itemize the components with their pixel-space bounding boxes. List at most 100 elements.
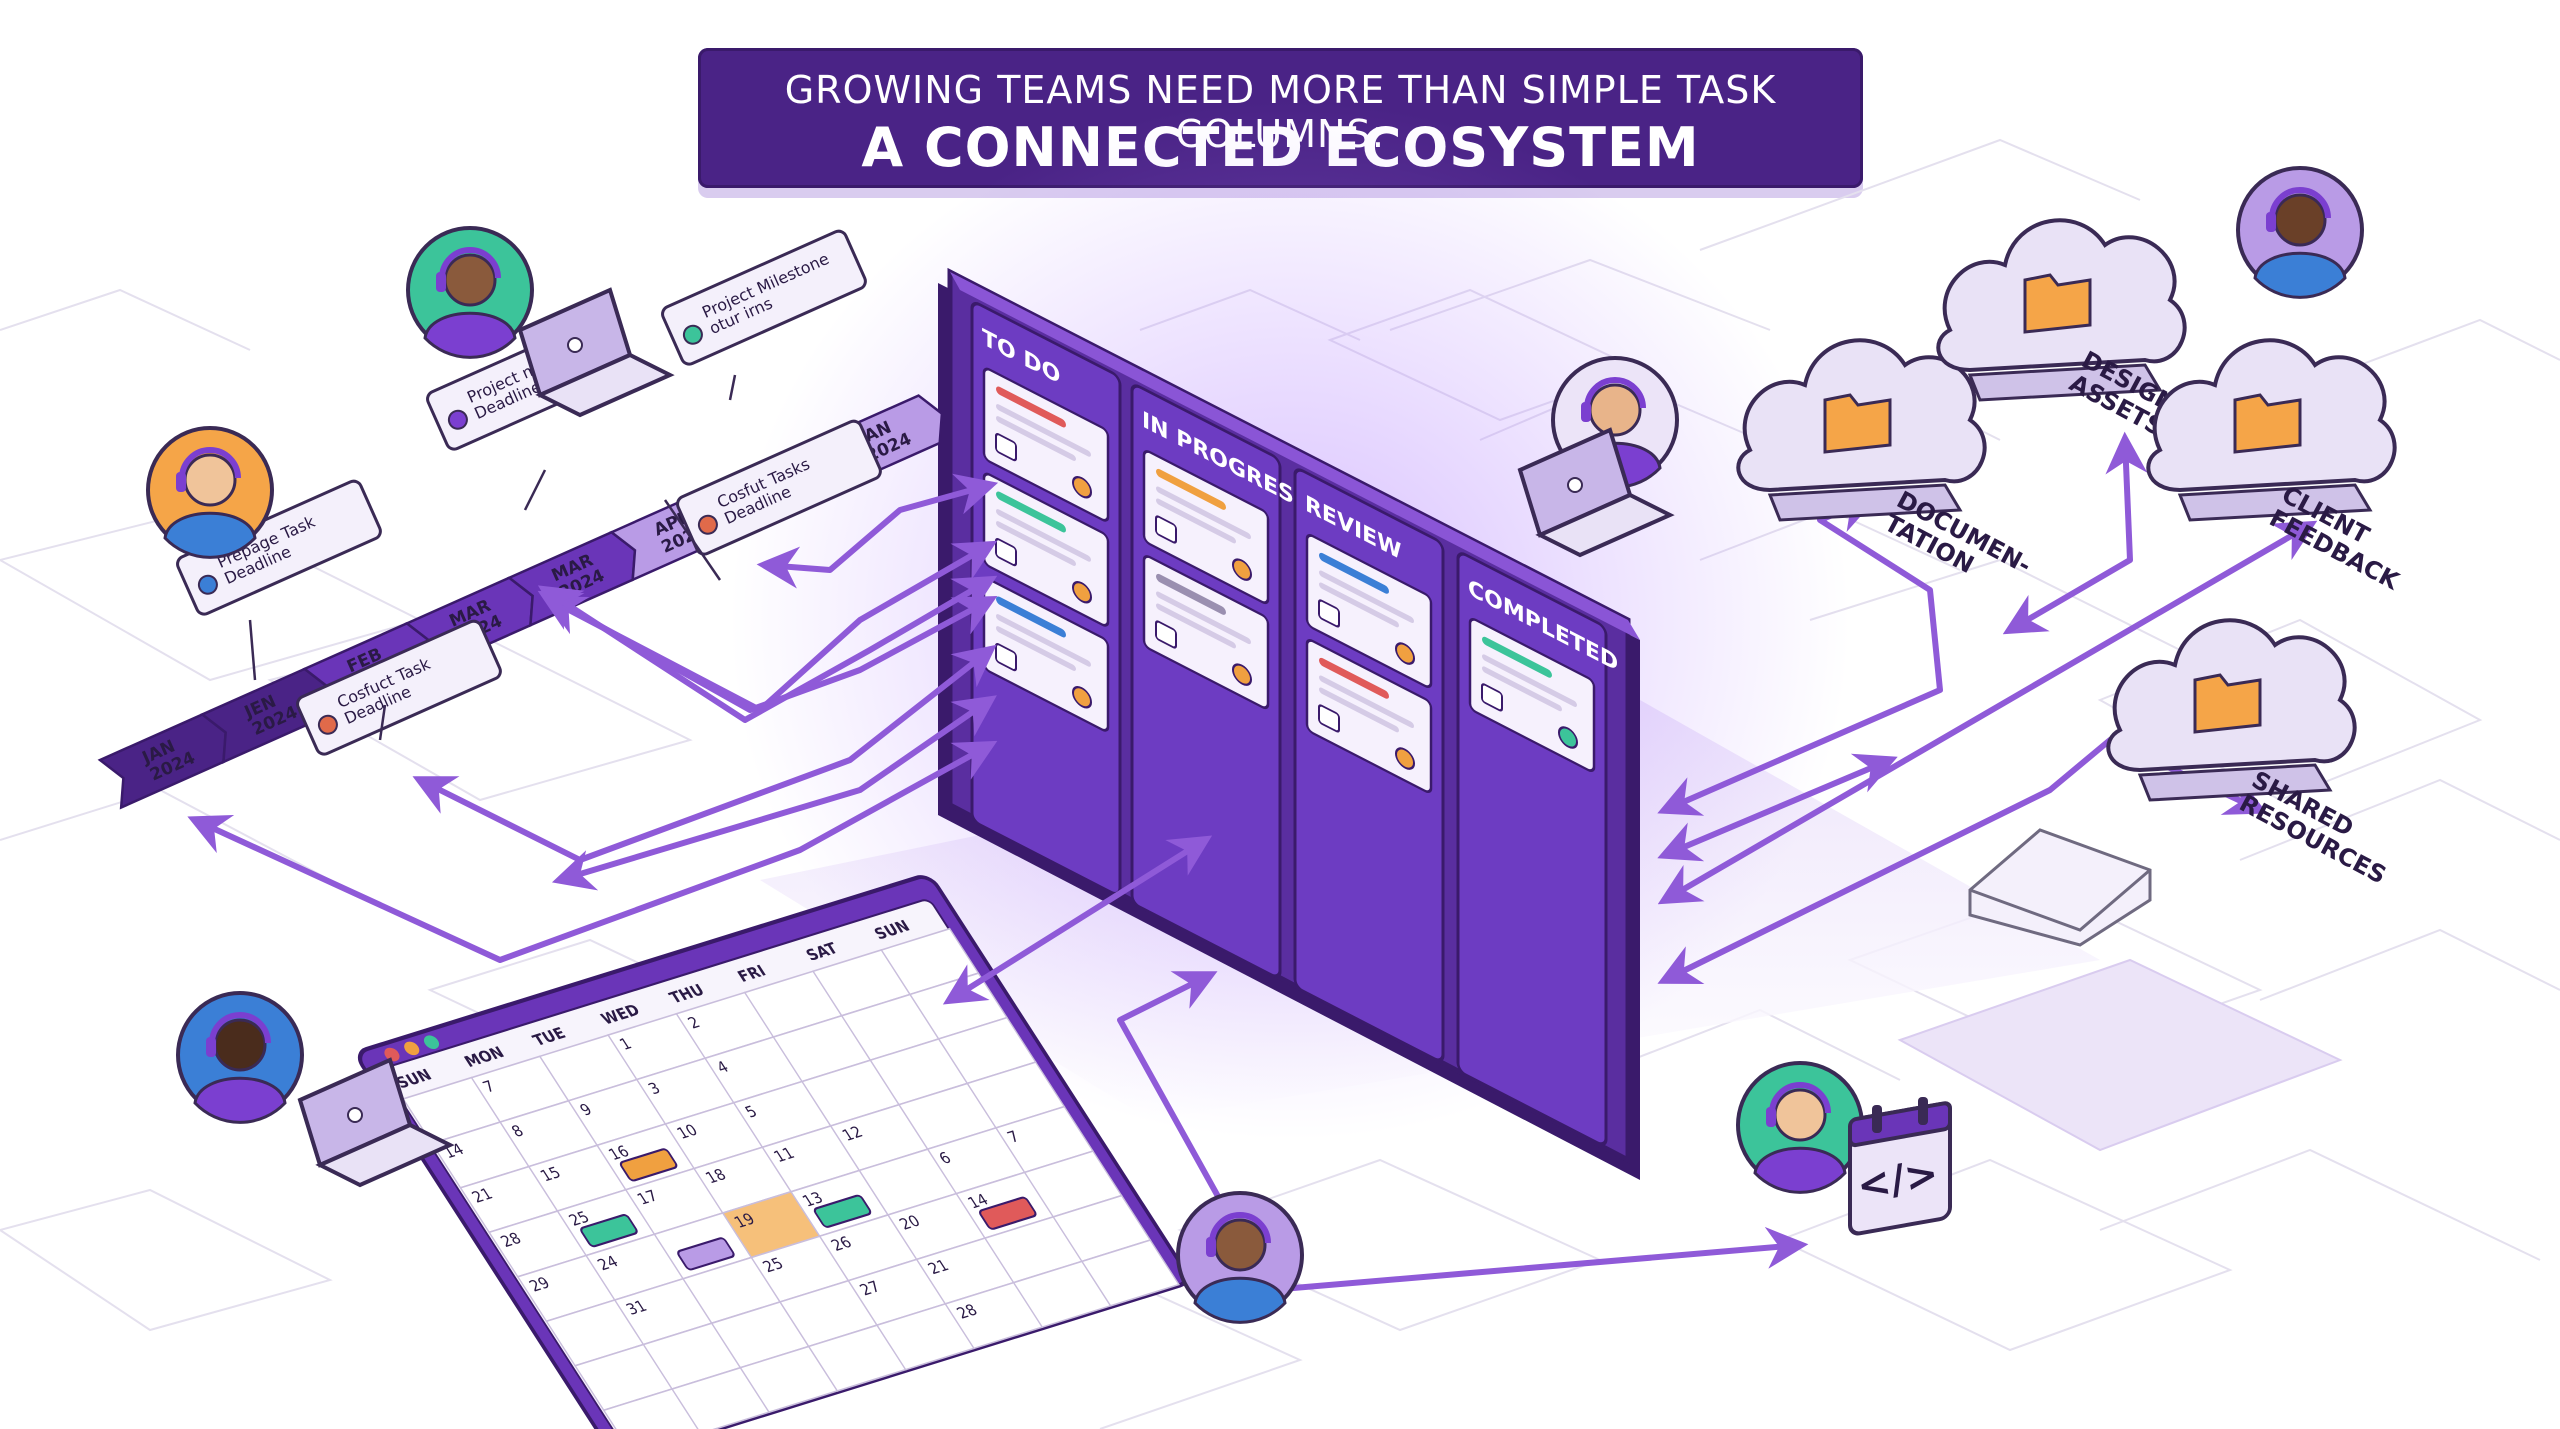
card-doc-icon: [995, 432, 1017, 462]
arrow: [2002, 431, 2148, 635]
card-text-line: [1319, 582, 1399, 628]
laptop-base: [315, 1122, 455, 1188]
laptop-logo: [1567, 477, 1583, 493]
headset-band: [1209, 1212, 1271, 1244]
headset-earpiece: [206, 1037, 216, 1057]
laptop-logo: [347, 1107, 363, 1123]
laptop-icon: [517, 287, 675, 418]
folder-icon: [1823, 393, 1892, 454]
headset-person-icon: [146, 426, 274, 559]
cloud-folder-icon: [1936, 218, 2187, 402]
avatar-head: [1773, 1088, 1827, 1142]
laptop-icon: [1517, 427, 1675, 558]
arrow: [942, 835, 1213, 1005]
headset-person-icon: [406, 226, 675, 418]
card-text-line: [1156, 498, 1236, 544]
avatar-head: [2273, 193, 2327, 247]
card-avatar-icon: [1395, 642, 1415, 665]
calendar-cell: [1080, 1239, 1181, 1307]
headset-person-icon: [1517, 356, 1679, 558]
card-text-line: [1319, 675, 1414, 729]
card-text-line: [996, 614, 1091, 667]
resource-platform: [1897, 828, 2343, 1152]
calendar-event-chip: [619, 1148, 678, 1182]
card-text-line: [996, 416, 1076, 461]
avatar-body: [1193, 1276, 1287, 1324]
headset-person-icon: [2236, 166, 2364, 299]
headset-person-icon: [176, 991, 455, 1188]
team-members: [146, 166, 2364, 1324]
calendar-day-header: FRI: [734, 962, 769, 986]
card-avatar-icon: [1558, 726, 1578, 749]
calendar-event-chip: [813, 1194, 872, 1228]
card-text-line: [1482, 654, 1577, 707]
headset-earpiece: [1766, 1107, 1776, 1127]
callout-box: [661, 229, 867, 366]
calendar-code-icon: </>: [1848, 1097, 1952, 1236]
arrow: [1117, 971, 1809, 1293]
card-doc-icon: [1155, 515, 1177, 544]
callout-dot: [682, 324, 703, 345]
card-avatar-icon: [1395, 747, 1415, 770]
headset-band: [1769, 1082, 1831, 1114]
headset-band: [2269, 187, 2331, 219]
avatar-body: [193, 1076, 287, 1124]
callout-dot: [317, 714, 338, 735]
cloud-base: [2137, 763, 2333, 802]
headset-band: [209, 1012, 271, 1044]
headset-person-icon: [1176, 1191, 1304, 1324]
card-doc-icon: [1318, 599, 1340, 628]
card-color-bar: [1319, 552, 1389, 594]
headset-earpiece: [436, 272, 446, 292]
calendar-widget: SUNMONTUEWEDTHUFRISATSUN7121489342115161…: [357, 875, 1189, 1429]
avatar-body: [423, 311, 517, 359]
laptop-logo: [567, 337, 583, 353]
card-doc-icon: [1481, 683, 1503, 712]
avatar-head: [183, 453, 237, 507]
headset-earpiece: [2266, 212, 2276, 232]
calendar-event-chip: [580, 1214, 638, 1248]
grid-line: [2099, 1148, 2541, 1261]
folder-icon: [2233, 393, 2302, 454]
callout-stem: [728, 374, 737, 401]
card-avatar-icon: [1072, 475, 1092, 499]
grid-line: [1699, 138, 2141, 251]
callout-stem: [523, 469, 547, 511]
calendar-body: SUNMONTUEWEDTHUFRISATSUN7121489342115161…: [357, 875, 1189, 1429]
card-avatar-icon: [1232, 558, 1252, 581]
card-text-line: [1156, 486, 1251, 540]
grid-line: [1777, 1158, 2233, 1352]
calendar-event-chip: [677, 1237, 735, 1271]
cloud-base: [2177, 483, 2373, 522]
avatar-head: [443, 253, 497, 307]
grid-line: [0, 788, 331, 881]
card-text-line: [1156, 603, 1236, 649]
card-text-line: [1482, 666, 1562, 712]
card-text-line: [1156, 591, 1251, 645]
cloud-folder-icon: [2146, 338, 2397, 522]
timeline-segment-label: JEN2024: [241, 685, 301, 740]
window-dot: [423, 1035, 440, 1049]
avatar-head: [213, 1018, 267, 1072]
card-text-line: [1319, 687, 1399, 733]
card-color-bar: [996, 596, 1066, 638]
laptop-base: [1535, 492, 1675, 558]
avatar-body: [2253, 251, 2347, 299]
grid-line: [0, 288, 251, 351]
card-color-bar: [1482, 636, 1552, 678]
headset-earpiece: [1206, 1237, 1216, 1257]
calendar-event-chip: [979, 1196, 1037, 1230]
card-doc-icon: [1155, 620, 1177, 649]
card-avatar-icon: [1232, 663, 1252, 686]
card-avatar-icon: [1072, 685, 1092, 709]
window-dot: [404, 1041, 420, 1056]
board-top-edge: [950, 272, 1640, 640]
headset-earpiece: [1581, 402, 1591, 422]
cloud-folder-icon: [2106, 618, 2357, 802]
folder-icon: [2193, 673, 2262, 734]
card-color-bar: [996, 491, 1066, 533]
headset-band: [1584, 377, 1646, 409]
card-text-line: [996, 626, 1076, 671]
